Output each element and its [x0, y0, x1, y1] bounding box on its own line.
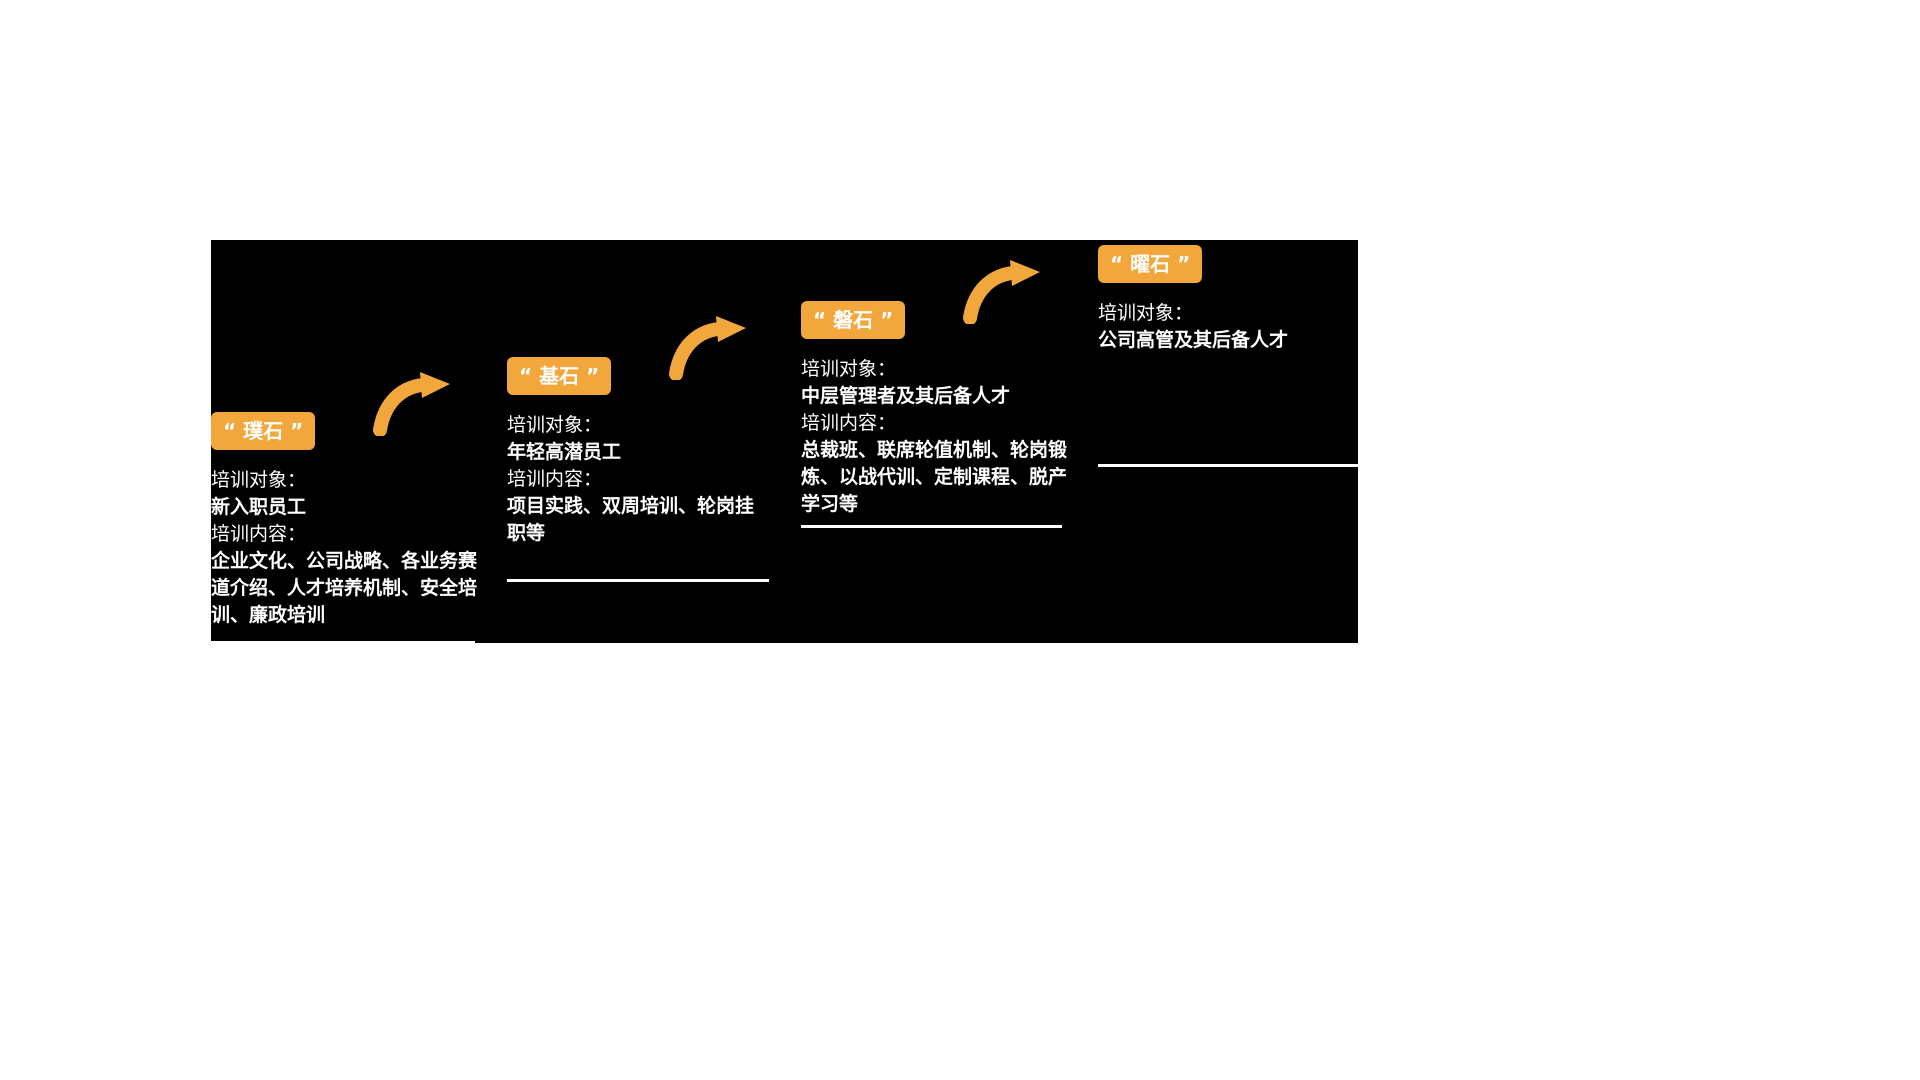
audience-value: 中层管理者及其后备人才: [801, 385, 1011, 407]
stage-jishi-text: 培训对象： 年轻高潜员工 培训内容： 项目实践、双周培训、轮岗挂职等: [507, 412, 767, 547]
stage-pushi: “ 璞石 ” 培训对象： 新入职员工 培训内容： 企业文化、公司战略、各业务赛道…: [211, 412, 481, 644]
training-ladder-diagram: “ 璞石 ” 培训对象： 新入职员工 培训内容： 企业文化、公司战略、各业务赛道…: [211, 240, 1360, 644]
stage-yaoshi-text: 培训对象： 公司高管及其后备人才: [1098, 300, 1360, 354]
audience-value: 新入职员工: [211, 496, 307, 518]
audience-value: 公司高管及其后备人才: [1098, 329, 1289, 351]
stage-jishi-underline: [507, 579, 769, 582]
stage-panshi-text: 培训对象： 中层管理者及其后备人才 培训内容： 总裁班、联席轮值机制、轮岗锻炼、…: [801, 356, 1071, 518]
audience-label: 培训对象：: [507, 414, 603, 436]
stage-jishi-badge: “ 基石 ”: [507, 357, 612, 395]
stage-yaoshi-badge: “ 曜石 ”: [1098, 245, 1203, 283]
stage-yaoshi-title: “ 曜石 ”: [1110, 252, 1191, 276]
stage-panshi-badge: “ 磐石 ”: [801, 301, 906, 339]
audience-label: 培训对象：: [211, 469, 307, 491]
curved-arrow-icon: [963, 260, 1040, 324]
stage-yaoshi-underline: [1098, 464, 1358, 467]
stage-jishi: “ 基石 ” 培训对象： 年轻高潜员工 培训内容： 项目实践、双周培训、轮岗挂职…: [507, 357, 769, 582]
content-value: 项目实践、双周培训、轮岗挂职等: [507, 495, 755, 544]
stage-pushi-text: 培训对象： 新入职员工 培训内容： 企业文化、公司战略、各业务赛道介绍、人才培养…: [211, 467, 481, 629]
audience-value: 年轻高潜员工: [507, 441, 622, 463]
content-label: 培训内容：: [507, 468, 603, 490]
content-value: 总裁班、联席轮值机制、轮岗锻炼、以战代训、定制课程、脱产学习等: [801, 439, 1068, 515]
stage-jishi-title: “ 基石 ”: [519, 364, 600, 388]
stage-panshi-underline: [801, 525, 1062, 528]
stage-pushi-underline: [211, 641, 475, 644]
audience-label: 培训对象：: [801, 358, 897, 380]
stage-panshi-title: “ 磐石 ”: [813, 308, 894, 332]
content-value: 企业文化、公司战略、各业务赛道介绍、人才培养机制、安全培训、廉政培训: [211, 550, 478, 626]
content-label: 培训内容：: [211, 523, 307, 545]
curved-arrow-icon: [373, 372, 450, 436]
audience-label: 培训对象：: [1098, 302, 1194, 324]
stage-pushi-badge: “ 璞石 ”: [211, 412, 316, 450]
stage-pushi-title: “ 璞石 ”: [223, 419, 304, 443]
stage-yaoshi: “ 曜石 ” 培训对象： 公司高管及其后备人才: [1098, 245, 1360, 467]
curved-arrow-icon: [669, 316, 746, 380]
stage-panshi: “ 磐石 ” 培训对象： 中层管理者及其后备人才 培训内容： 总裁班、联席轮值机…: [801, 301, 1071, 528]
content-label: 培训内容：: [801, 412, 897, 434]
